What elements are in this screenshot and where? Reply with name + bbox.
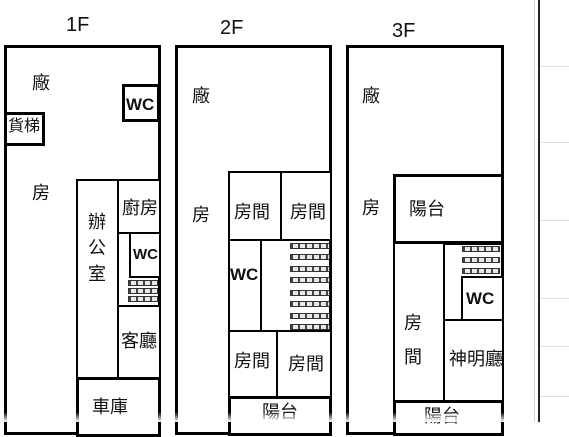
floor-label-3f: 3F (392, 20, 416, 42)
3f-factory-top-label: 廠 (362, 86, 380, 107)
1f-factory-top-label: 廠 (32, 73, 50, 94)
side-panel-divider (538, 0, 540, 422)
side-panel-rule (541, 298, 569, 299)
1f-living-room-label: 客廳 (121, 331, 157, 352)
3f-wc-label: WC (466, 289, 495, 308)
1f-wc-label: WC (126, 95, 155, 114)
bottom-fade (0, 412, 534, 422)
side-panel-rule (541, 220, 569, 221)
1f-freight-elevator (4, 112, 45, 146)
1f-staircase (128, 280, 158, 302)
1f-kitchen (117, 179, 161, 234)
1f-living-room (117, 305, 161, 379)
2f-room-b (280, 171, 332, 241)
1f-freight-elevator-label: 貨梯 (8, 116, 41, 135)
1f-wc-inner-label: WC (133, 246, 158, 263)
2f-room-c (228, 330, 278, 398)
ruled-side-panel (534, 0, 569, 422)
side-panel-rule (541, 396, 569, 397)
1f-wc-inner (129, 232, 161, 278)
side-panel-rule (541, 346, 569, 347)
3f-room-label: 房間 (404, 313, 422, 369)
side-panel-rule (541, 142, 569, 143)
2f-staircase-upper (290, 243, 330, 283)
2f-staircase-lower (290, 290, 330, 330)
2f-wc (228, 239, 262, 332)
1f-factory-bottom-label: 房 (32, 183, 50, 204)
floor-label-2f: 2F (220, 17, 244, 39)
2f-room-d (276, 330, 332, 398)
1f-office (76, 179, 119, 379)
2f-wc-label: WC (230, 265, 259, 284)
1f-office-label: 辦公室 (88, 212, 106, 286)
2f-room-c-label: 房間 (234, 351, 270, 372)
2f-room-a (228, 171, 282, 241)
3f-wc (461, 276, 504, 321)
2f-factory-top-label: 廠 (192, 86, 210, 107)
1f-kitchen-label: 廚房 (122, 198, 158, 219)
2f-room-d-label: 房間 (288, 354, 324, 375)
3f-balcony-top-label: 陽台 (409, 199, 445, 220)
2f-room-a-label: 房間 (234, 202, 270, 223)
3f-room (393, 242, 445, 402)
3f-factory-bottom-label: 房 (362, 198, 380, 219)
3f-shrine-hall-label: 神明廳 (449, 349, 503, 370)
3f-staircase (462, 246, 500, 274)
2f-factory-bottom-label: 房 (192, 205, 210, 226)
2f-room-b-label: 房間 (290, 202, 326, 223)
side-panel-rule (541, 66, 569, 67)
1f-wc (122, 84, 160, 122)
floor-label-1f: 1F (66, 14, 90, 36)
